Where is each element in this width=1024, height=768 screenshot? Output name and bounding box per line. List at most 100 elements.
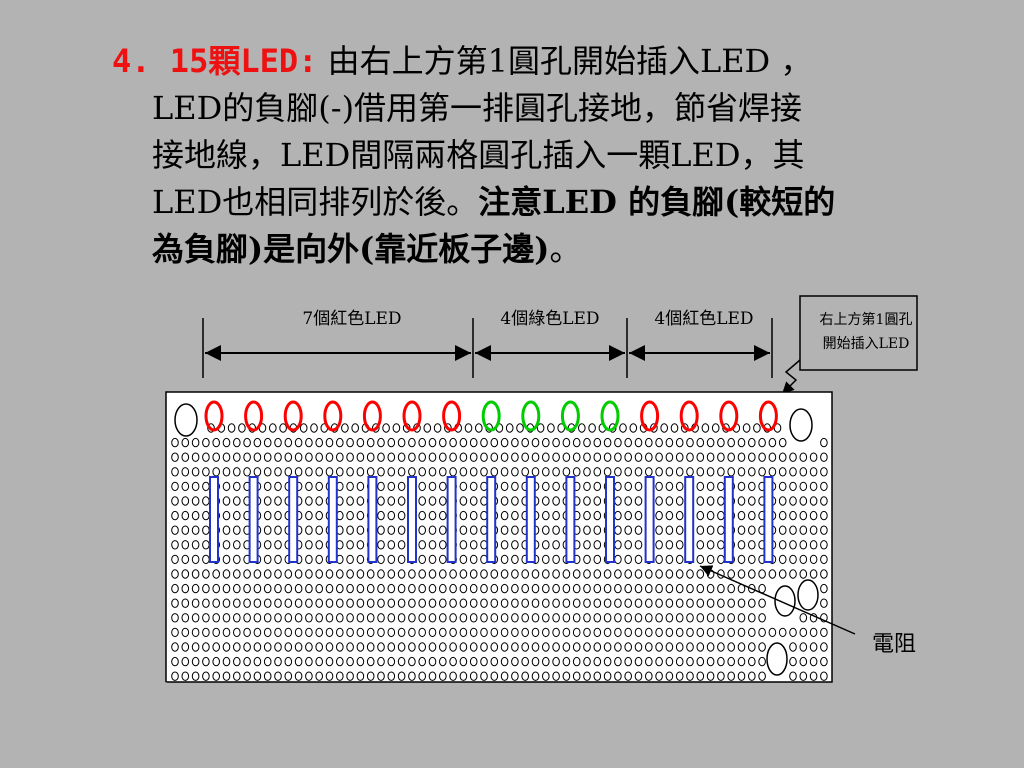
board-hole: [603, 583, 612, 594]
board-hole: [511, 554, 519, 565]
board-hole: [408, 656, 416, 667]
text-line-1: 4. 15顆LED: 由右上方第1圓孔開始插入LED ，: [112, 38, 992, 85]
board-hole: [696, 496, 705, 506]
text-line-5: 為負腳)是向外(靠近板子邊)。: [112, 226, 992, 273]
board-hole: [181, 569, 190, 579]
text-line-5-end: 。: [549, 230, 582, 268]
board-hole: [583, 481, 591, 492]
board-hole: [614, 437, 622, 448]
board-hole: [305, 525, 313, 535]
board-hole: [253, 613, 262, 623]
board-hole: [758, 452, 766, 462]
board-hole: [655, 437, 663, 448]
board-hole: [809, 481, 818, 492]
board-hole: [748, 437, 756, 448]
board-hole: [686, 452, 694, 462]
board-hole: [356, 569, 365, 579]
board-hole: [624, 569, 633, 579]
board-hole: [469, 583, 478, 594]
board-hole: [542, 496, 550, 506]
board-hole: [397, 656, 406, 667]
board-hole: [820, 481, 828, 492]
board-hole: [263, 452, 272, 462]
board-hole: [274, 583, 282, 594]
board-hole: [531, 642, 540, 652]
board-hole: [449, 583, 457, 594]
board-hole: [202, 627, 210, 638]
board-hole: [274, 627, 282, 638]
board-hole: [263, 467, 272, 477]
board-hole: [418, 613, 427, 623]
board-hole: [171, 656, 179, 667]
board-hole: [387, 540, 396, 550]
board-hole: [181, 627, 190, 638]
board-hole: [614, 467, 622, 477]
board-hole: [490, 467, 499, 477]
board-hole: [377, 613, 385, 623]
board-hole: [572, 583, 581, 594]
board-hole: [233, 569, 241, 579]
board-hole: [531, 613, 540, 623]
board-hole: [634, 554, 643, 565]
board-hole: [469, 540, 478, 550]
board-hole: [706, 598, 715, 608]
board-hole: [717, 437, 725, 448]
board-hole: [397, 510, 406, 521]
board-hole: [583, 452, 591, 462]
board-hole: [449, 627, 457, 638]
board-hole: [552, 671, 560, 681]
board-hole: [191, 656, 200, 667]
board-hole: [346, 467, 354, 477]
board-hole: [171, 583, 179, 594]
board-hole: [737, 569, 746, 579]
board-hole: [511, 452, 519, 462]
board-hole: [768, 627, 777, 638]
board-hole: [366, 583, 375, 594]
board-hole: [459, 437, 468, 448]
board-hole: [511, 467, 519, 477]
board-hole: [583, 496, 591, 506]
board-hole: [171, 510, 179, 521]
board-hole: [212, 467, 220, 477]
board-hole: [583, 656, 591, 667]
board-hole: [459, 569, 468, 579]
board-hole: [325, 642, 334, 652]
board-hole: [562, 642, 571, 652]
board-hole: [665, 569, 674, 579]
board-hole: [789, 540, 797, 550]
board-hole: [356, 656, 365, 667]
board-hole: [717, 481, 725, 492]
board-hole: [552, 525, 560, 535]
board-hole: [346, 437, 354, 448]
board-hole: [397, 569, 406, 579]
board-hole: [727, 583, 736, 594]
board-hole: [459, 540, 468, 550]
board-hole: [449, 656, 457, 667]
board-hole: [469, 437, 478, 448]
board-hole: [552, 437, 560, 448]
board-hole: [542, 437, 550, 448]
board-hole: [593, 467, 602, 477]
board-hole: [222, 642, 231, 652]
board-hole: [645, 452, 653, 462]
board-hole: [583, 642, 591, 652]
board-hole: [356, 598, 365, 608]
board-hole: [737, 613, 746, 623]
board-hole: [171, 452, 179, 462]
board-hole: [439, 627, 447, 638]
board-hole: [603, 452, 612, 462]
board-hole: [274, 554, 282, 565]
board-hole: [397, 598, 406, 608]
board-hole: [655, 583, 663, 594]
board-hole: [655, 481, 663, 492]
board-hole: [387, 671, 396, 681]
board-hole: [325, 467, 334, 477]
board-hole: [222, 510, 231, 521]
board-hole: [222, 496, 231, 506]
board-hole: [233, 554, 241, 565]
board-hole: [284, 583, 293, 594]
board-hole: [583, 525, 591, 535]
board-hole: [191, 510, 200, 521]
board-hole: [727, 437, 736, 448]
board-hole: [397, 467, 406, 477]
